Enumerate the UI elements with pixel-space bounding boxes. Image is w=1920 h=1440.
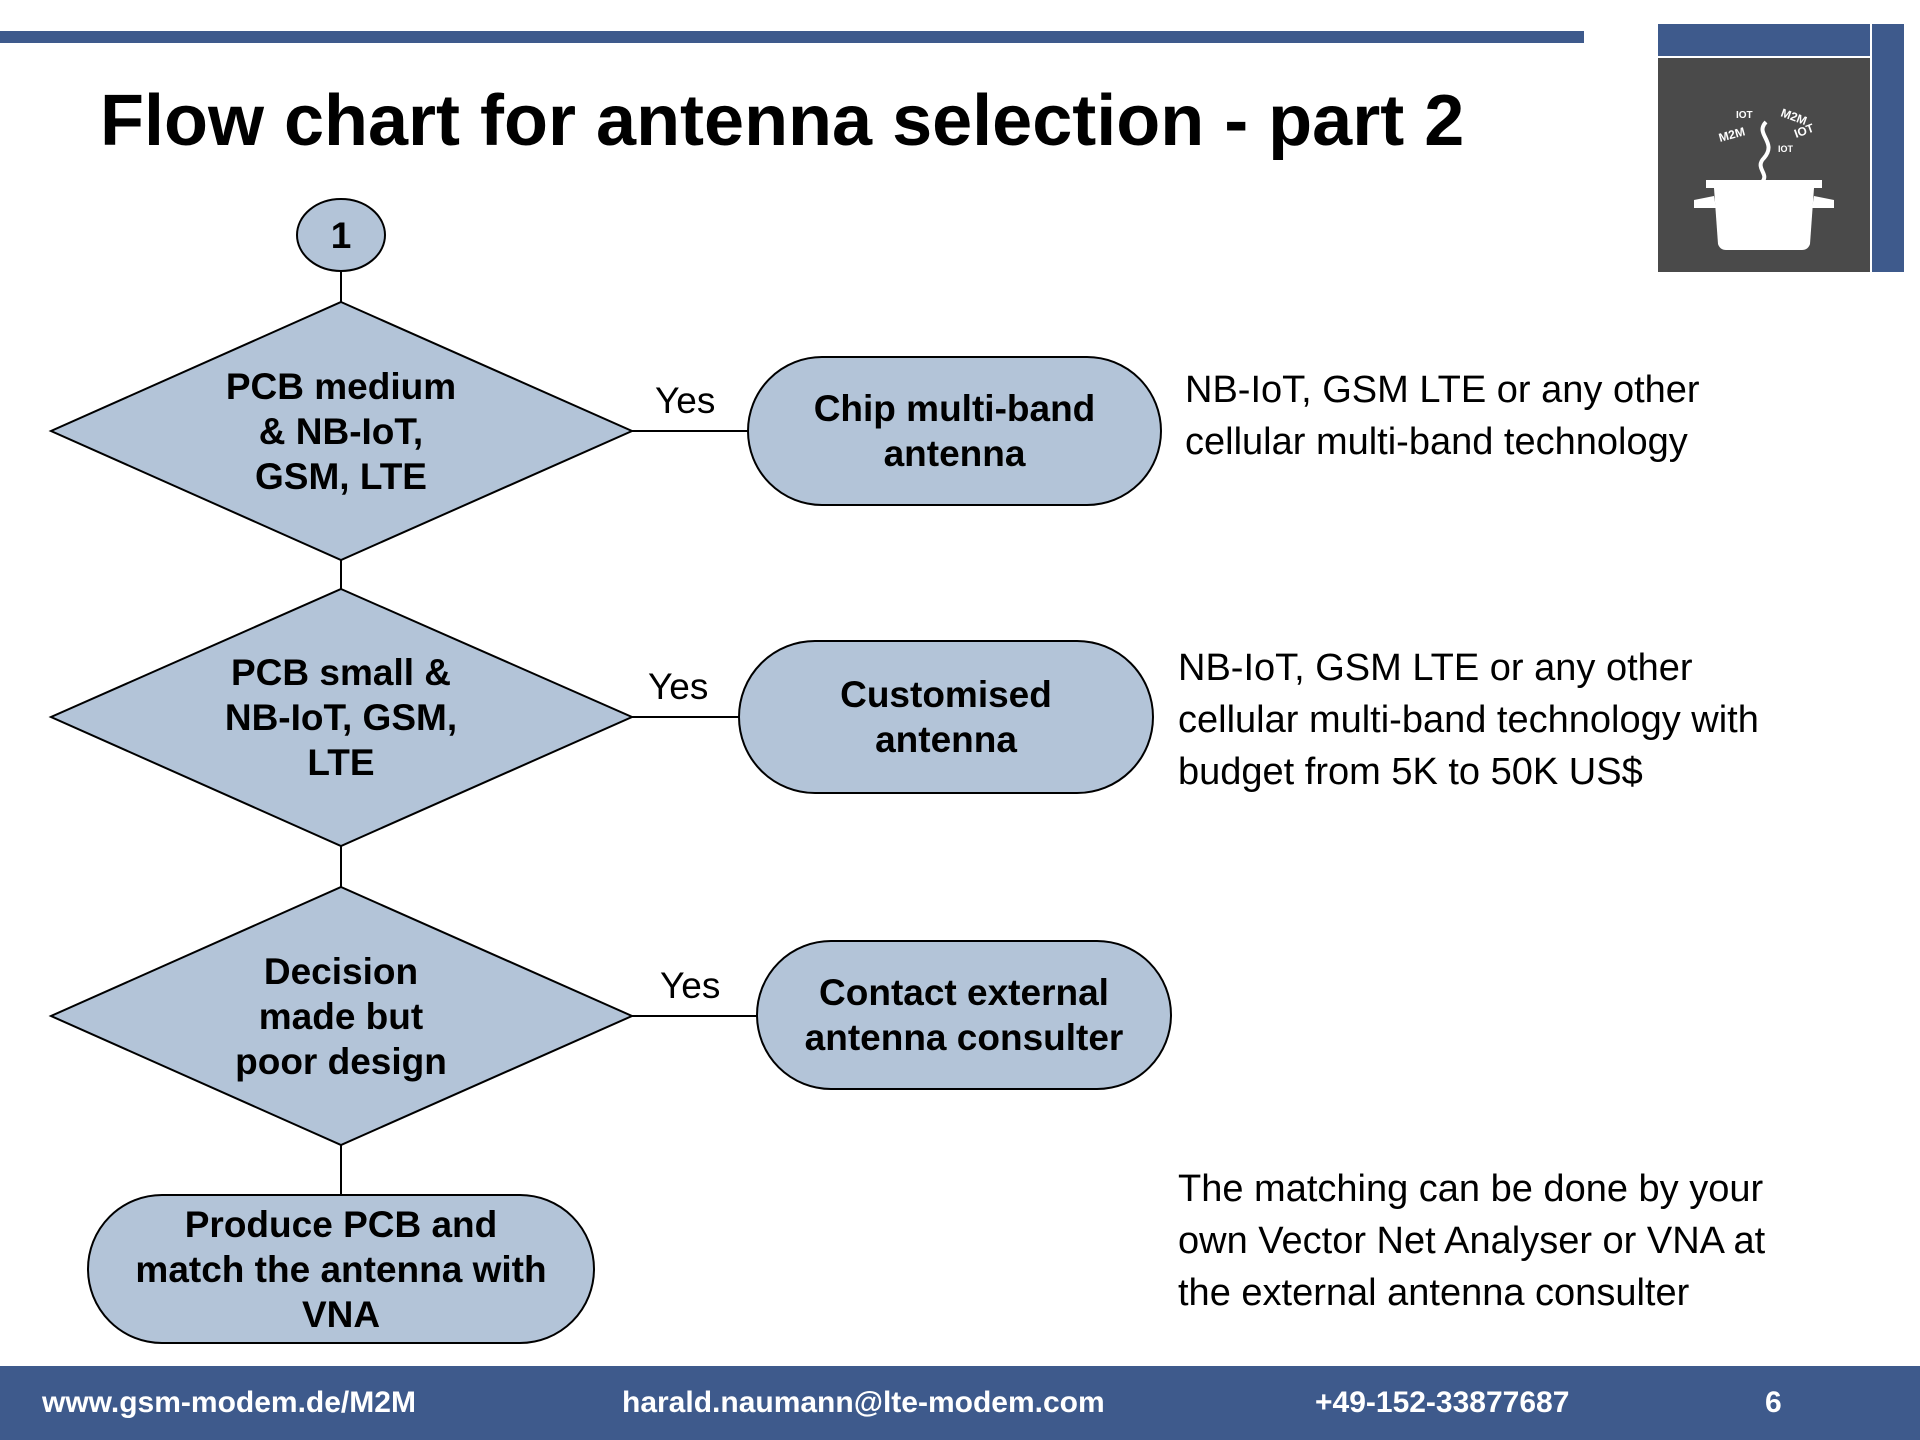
result-node-3: [756, 940, 1172, 1090]
footer-email: harald.naumann@lte-modem.com: [622, 1386, 1105, 1419]
yes-label-2: Yes: [648, 666, 709, 707]
footer-phone: +49-152-33877687: [1315, 1386, 1570, 1419]
logo-text-4: IOT: [1792, 121, 1816, 141]
note-1: NB-IoT, GSM LTE or any other cellular mu…: [1185, 369, 1700, 463]
footer-bar: www.gsm-modem.de/M2M harald.naumann@lte-…: [0, 1366, 1920, 1440]
note-2: NB-IoT, GSM LTE or any other cellular mu…: [1178, 647, 1759, 793]
decision-diamond-2: [48, 587, 635, 848]
decision-label-2: PCB small & NB-IoT, GSM, LTE: [224, 651, 458, 783]
logo: IOT M2M M2M IOT IOT: [1658, 24, 1904, 272]
logo-side-bar: [1872, 24, 1904, 272]
decision-label-1: PCB medium & NB-IoT, GSM, LTE: [225, 365, 457, 497]
final-step-label: Produce PCB and match the antenna with V…: [135, 1203, 547, 1335]
result-label-1: Chip multi-band antenna: [813, 388, 1096, 474]
result-label-2: Customised antenna: [840, 674, 1052, 760]
logo-top-bar: [1658, 24, 1870, 56]
connector-label: 1: [330, 214, 352, 256]
decision-diamond-1: [48, 300, 635, 562]
final-step-node: [87, 1194, 595, 1344]
slide-title: Flow chart for antenna selection - part …: [100, 81, 1465, 161]
note-3: The matching can be done by your own Vec…: [1178, 1168, 1766, 1314]
result-node-2: [738, 640, 1154, 794]
footer-website: www.gsm-modem.de/M2M: [42, 1386, 416, 1419]
start-connector: [296, 198, 386, 272]
decision-diamond-3: [48, 885, 635, 1147]
steaming-pot-icon: IOT M2M M2M IOT IOT: [1694, 106, 1834, 250]
logo-text-2: M2M: [1717, 124, 1746, 144]
footer-page-number: 6: [1765, 1386, 1782, 1419]
result-node-1: [747, 356, 1162, 506]
yes-label-3: Yes: [660, 965, 721, 1006]
logo-text-5: IOT: [1778, 144, 1794, 154]
decision-label-3: Decision made but poor design: [235, 950, 447, 1082]
yes-label-1: Yes: [655, 380, 716, 421]
result-label-3: Contact external antenna consulter: [804, 972, 1124, 1058]
top-accent-bar: [0, 31, 1584, 43]
logo-text-1: IOT: [1736, 110, 1753, 121]
